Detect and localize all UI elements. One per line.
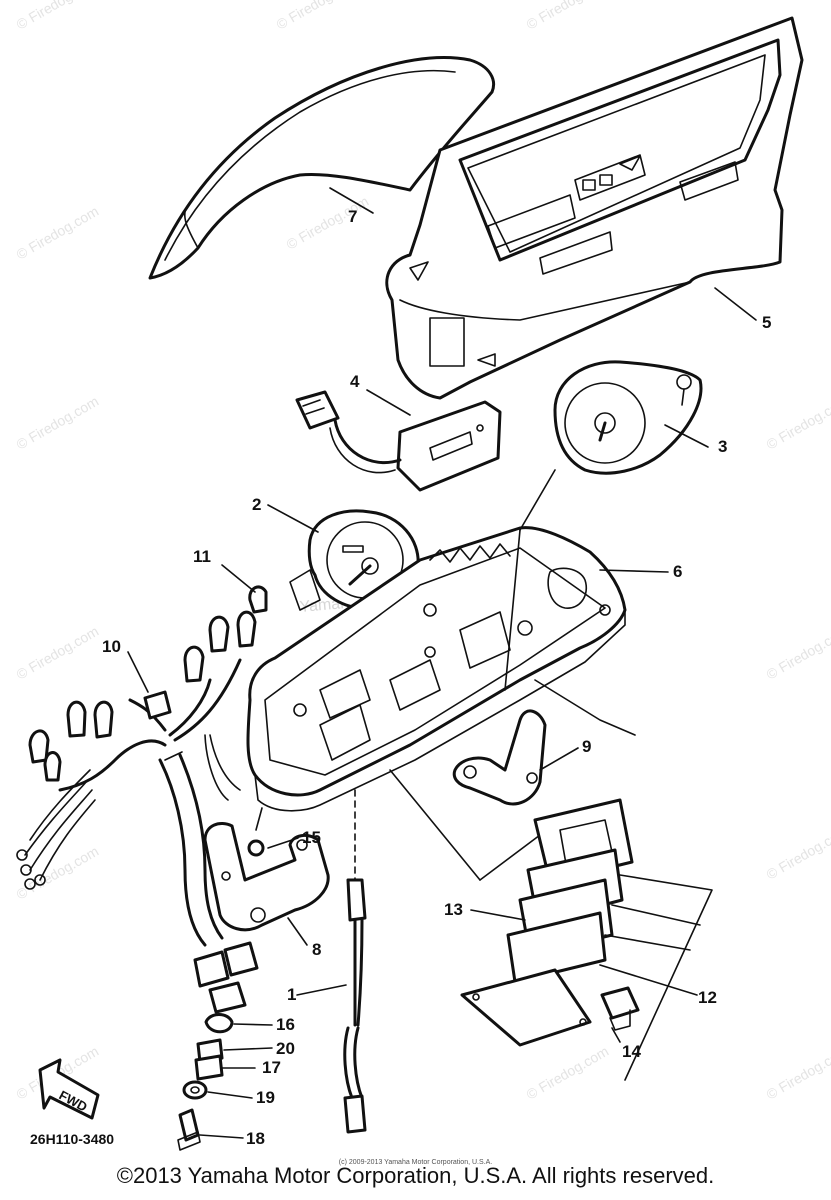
callout-9: 9	[582, 737, 591, 756]
callout-5: 5	[762, 313, 771, 332]
part-5-meter-case	[385, 16, 804, 400]
part-1-cable	[343, 789, 367, 1134]
callout-3: 3	[718, 437, 727, 456]
callout-6: 6	[673, 562, 682, 581]
part-3-speedometer	[553, 360, 703, 475]
watermark: © Firedog.com	[524, 0, 612, 33]
tiny-copyright: (c) 2009-2013 Yamaha Motor Corporation, …	[338, 1159, 493, 1166]
watermark: © Firedog.com	[764, 393, 831, 453]
callout-15: 15	[302, 828, 321, 847]
part-9-bracket	[452, 709, 547, 806]
callout-8: 8	[312, 940, 321, 959]
callout-12: 12	[698, 988, 717, 1007]
part-7-visor	[148, 56, 495, 280]
part-13-light-assembly	[389, 679, 713, 1081]
watermark: © Firedog.com	[14, 623, 102, 683]
part-6-lower-case	[246, 469, 627, 812]
callout-4: 4	[350, 372, 360, 391]
callout-14: 14	[622, 1042, 641, 1061]
watermark: © Firedog.com	[14, 203, 102, 263]
watermark: © Firedog.com	[764, 623, 831, 683]
callout-numbers: 7 5 4 3 2 6 11 10 9 15 8 1 13 12 14 16 2…	[102, 207, 771, 1148]
watermark: © Firedog.com	[274, 0, 362, 33]
part-11-bulb	[248, 585, 268, 614]
callout-13: 13	[444, 900, 463, 919]
watermark: © Firedog.com	[14, 0, 102, 33]
callout-10: 10	[102, 637, 121, 656]
watermark: © Firedog.com	[524, 1043, 612, 1103]
callout-7: 7	[348, 207, 357, 226]
callout-1: 1	[287, 985, 296, 1004]
diagram-part-code: 26H110-3480	[30, 1131, 115, 1147]
callout-20: 20	[276, 1039, 295, 1058]
callout-11: 11	[193, 547, 211, 566]
callout-16: 16	[276, 1015, 295, 1034]
callout-18: 18	[246, 1129, 265, 1148]
callout-2: 2	[252, 495, 261, 514]
part-4-display-unit	[295, 390, 502, 492]
part-10-wire-harness	[16, 610, 259, 1014]
watermark: © Firedog.com	[764, 823, 831, 883]
callout-17: 17	[262, 1058, 281, 1077]
leader-lines	[127, 187, 757, 1139]
watermark: © Firedog.com	[14, 393, 102, 453]
watermark: © Firedog.com	[284, 193, 372, 253]
watermark: © Firedog.com	[764, 1043, 831, 1103]
part-15-screw	[247, 807, 265, 857]
part-18-bolt	[177, 1108, 201, 1151]
part-17-spacer	[194, 1054, 224, 1081]
callout-19: 19	[256, 1088, 275, 1107]
part-8-bracket	[203, 822, 330, 932]
copyright-notice: ©2013 Yamaha Motor Corporation, U.S.A. A…	[116, 1163, 715, 1188]
part-19-washer	[182, 1080, 208, 1100]
part-14-socket	[600, 986, 640, 1031]
part-16-grommet	[204, 1013, 234, 1034]
